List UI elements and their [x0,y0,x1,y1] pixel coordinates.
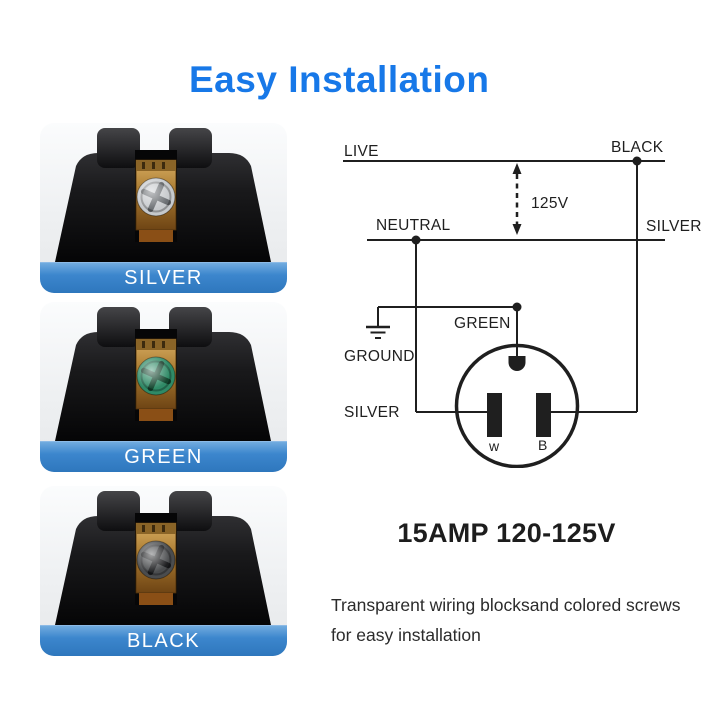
color-banner-silver: SILVER [40,262,287,293]
label-voltage: 125V [531,195,569,212]
copper-wire [139,593,173,605]
product-photo-green: GREEN [40,302,287,472]
wiring-diagram: LIVE BLACK 125V NEUTRAL SILVER GREEN GRO… [343,139,702,468]
copper-wire [139,409,173,421]
block-tick [162,162,165,169]
block-tick [162,525,165,532]
wiring-block-strip [136,523,176,534]
label-blade-w: w [488,438,500,454]
page-title: Easy Installation [189,58,490,100]
plug-photo-green-art [55,307,271,441]
spec-rating: 15AMP 120-125V [397,518,616,548]
description-line-1: Transparent wiring blocksand colored scr… [331,595,681,615]
voltage-arrowhead-down [512,224,522,235]
label-silver-right: SILVER [646,218,702,235]
label-blade-b: B [538,437,548,453]
block-tick [152,341,155,348]
plug-post-left [97,491,140,531]
label-green: GREEN [454,315,511,332]
copper-wire [139,230,173,242]
product-description: Transparent wiring blocksand colored scr… [331,590,706,650]
block-tick [152,525,155,532]
color-banner-black: BLACK [40,625,287,656]
blade-black [536,393,551,437]
block-tick [162,341,165,348]
label-silver-left: SILVER [344,404,400,421]
wiring-block-strip [136,160,176,171]
plug-photo-black-art [55,491,271,625]
plug-post-right [169,491,212,531]
screw-highlight [137,541,175,579]
plug-post-right [169,128,212,168]
plug-post-left [97,307,140,347]
description-line-2: for easy installation [331,625,481,645]
color-banner-label: BLACK [126,630,201,652]
neutral-junction-dot [411,235,421,245]
block-tick [142,162,145,169]
label-black: BLACK [611,139,664,156]
blade-white [487,393,502,437]
color-banner-green: GREEN [40,441,287,472]
plug-post-right [169,307,212,347]
screw-highlight [137,178,175,216]
green-junction-dot [512,302,522,312]
block-tick [152,162,155,169]
block-tick [142,341,145,348]
product-photo-silver: SILVER [40,123,287,293]
block-tick [142,525,145,532]
wiring-block-strip [136,339,176,350]
voltage-arrowhead-up [512,163,522,174]
color-banner-label: SILVER [124,267,203,289]
label-neutral: NEUTRAL [376,217,451,234]
label-live: LIVE [344,143,379,160]
product-photo-black: BLACK [40,486,287,656]
color-banner-label: GREEN [124,446,203,468]
black-junction-dot [632,156,642,166]
ground-pin [508,356,526,371]
plug-post-left [97,128,140,168]
plug-photo-silver-art [55,128,271,262]
screw-highlight [137,357,175,395]
label-ground: GROUND [344,348,415,365]
